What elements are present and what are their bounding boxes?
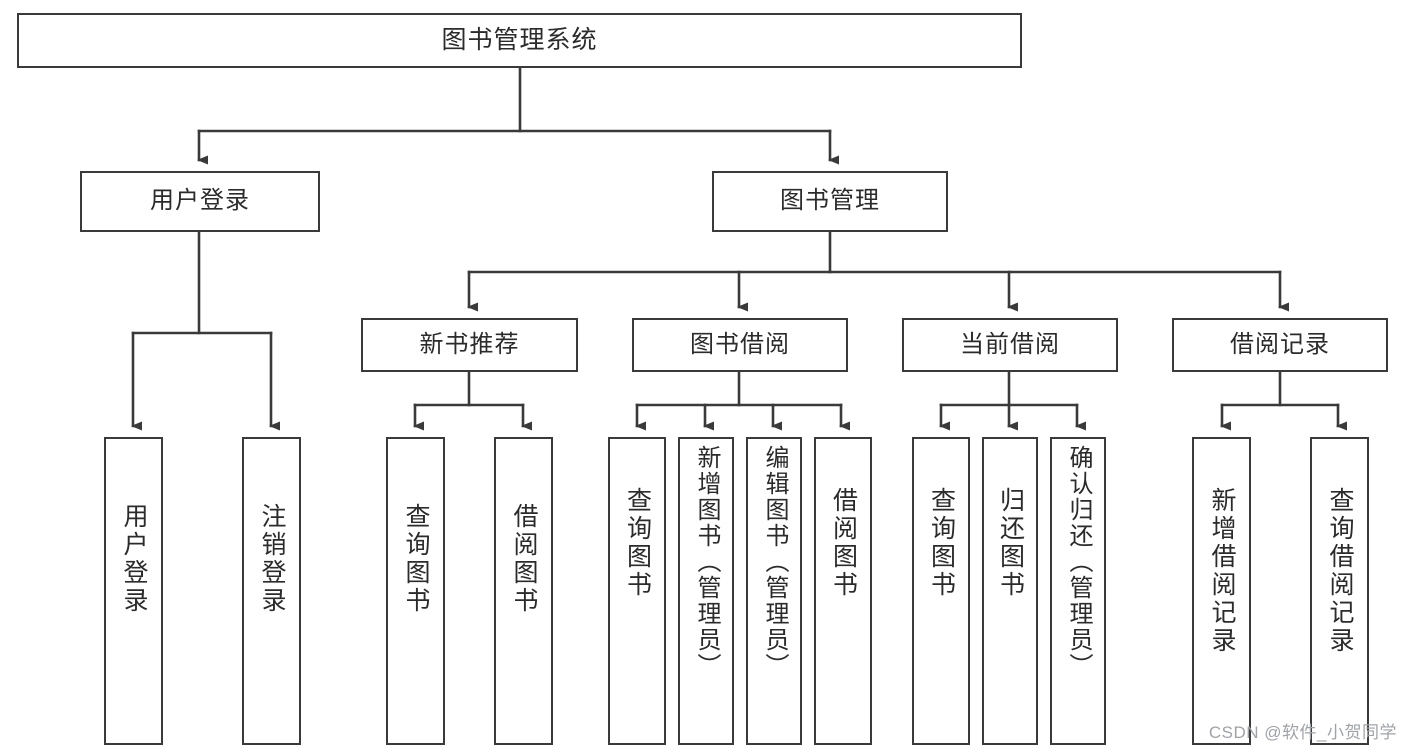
node-label: 注销登录 [258,503,286,615]
node-label: 查询图书 [402,503,430,615]
node-label: 确认归还（管理员） [1065,445,1092,679]
node-book-management[interactable]: 图书管理 [712,171,948,232]
node-book-borrow[interactable]: 图书借阅 [632,318,848,372]
leaf-confirm-return-admin[interactable]: 确认归还（管理员） [1050,437,1106,745]
node-label: 借阅图书 [510,503,538,615]
node-label: 图书管理系统 [441,25,598,54]
leaf-logout-login[interactable]: 注销登录 [242,437,301,745]
node-label: 新书推荐 [419,330,520,358]
node-label: 借阅图书 [829,487,858,599]
leaf-return-book[interactable]: 归还图书 [982,437,1038,745]
leaf-query-book-current[interactable]: 查询图书 [912,437,970,745]
node-label: 用户登录 [150,187,250,215]
node-label: 新增借阅记录 [1208,487,1236,655]
leaf-query-borrow-record[interactable]: 查询借阅记录 [1310,437,1369,745]
node-label: 新增图书（管理员） [693,445,720,679]
node-borrow-record[interactable]: 借阅记录 [1172,318,1388,372]
node-current-borrow[interactable]: 当前借阅 [902,318,1118,372]
leaf-query-book-recommend[interactable]: 查询图书 [386,437,445,745]
watermark: CSDN @软件_小贺同学 [1208,723,1397,742]
node-label: 用户登录 [120,503,148,615]
node-label: 借阅记录 [1230,330,1330,358]
leaf-borrow-book[interactable]: 借阅图书 [814,437,872,745]
leaf-add-borrow-record[interactable]: 新增借阅记录 [1192,437,1251,745]
node-label: 当前借阅 [960,330,1060,358]
node-label: 归还图书 [996,487,1025,599]
node-root-library-management-system[interactable]: 图书管理系统 [17,13,1022,68]
leaf-query-book-borrow[interactable]: 查询图书 [608,437,666,745]
leaf-borrow-book-recommend[interactable]: 借阅图书 [494,437,553,745]
leaf-user-login[interactable]: 用户登录 [104,437,163,745]
node-label: 图书管理 [780,187,880,215]
node-label: 查询借阅记录 [1326,487,1354,655]
node-user-login[interactable]: 用户登录 [80,171,320,232]
node-label: 编辑图书（管理员） [761,445,788,679]
node-label: 查询图书 [927,487,956,599]
node-label: 查询图书 [623,487,652,599]
leaf-edit-book-admin[interactable]: 编辑图书（管理员） [746,437,802,745]
node-new-book-recommend[interactable]: 新书推荐 [361,318,578,372]
node-label: 图书借阅 [690,330,790,358]
leaf-add-book-admin[interactable]: 新增图书（管理员） [678,437,734,745]
